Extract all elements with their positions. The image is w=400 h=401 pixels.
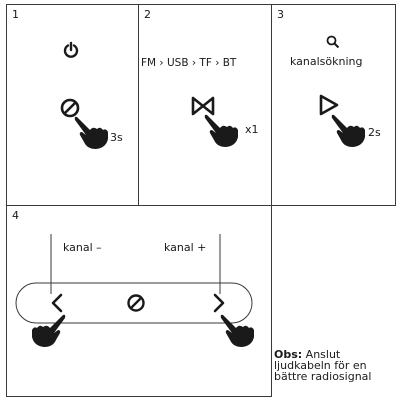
pointing-hand-icon <box>204 114 238 147</box>
panel-number: 2 <box>144 8 151 21</box>
power-icon <box>63 41 79 58</box>
hold-duration: 3s <box>110 131 123 144</box>
instruction-grid: 1 3s 2 FM › USB › TF › BT x1 3 <box>6 4 396 397</box>
pointing-hand-icon <box>74 116 108 149</box>
note: Obs: Anslut ljudkabeln för en bättre rad… <box>274 349 394 382</box>
panel-number: 3 <box>277 8 284 21</box>
note-text: Anslut ljudkabeln för en bättre radiosig… <box>274 348 372 383</box>
scan-label: kanalsökning <box>290 55 363 68</box>
mode-sequence: FM › USB › TF › BT <box>141 57 237 69</box>
panel-4: 4 kanal – kanal + <box>6 205 272 397</box>
panel-2: 2 FM › USB › TF › BT x1 <box>138 4 272 206</box>
bowtie-mode-icon <box>191 96 215 116</box>
pause-slash-icon <box>127 294 145 312</box>
hold-duration: 2s <box>368 126 381 139</box>
press-count: x1 <box>245 123 259 136</box>
channel-up-label: kanal + <box>164 241 207 254</box>
channel-down-label: kanal – <box>63 241 102 254</box>
search-icon <box>326 35 340 49</box>
panel-1: 1 3s <box>6 4 139 206</box>
leader-lines <box>50 234 221 294</box>
panel-number: 1 <box>12 8 19 21</box>
pointing-hand-icon <box>32 314 66 347</box>
chevron-right-icon <box>213 293 225 313</box>
panel-number: 4 <box>12 209 19 222</box>
chevron-left-icon <box>51 293 63 313</box>
note-title: Obs: <box>274 348 303 361</box>
power-button-icon <box>60 98 80 118</box>
panel-3: 3 kanalsökning 2s <box>271 4 396 206</box>
pointing-hand-icon <box>220 314 254 347</box>
pointing-hand-icon <box>331 114 365 147</box>
button-bar <box>15 282 253 324</box>
play-outline-icon <box>319 94 339 116</box>
